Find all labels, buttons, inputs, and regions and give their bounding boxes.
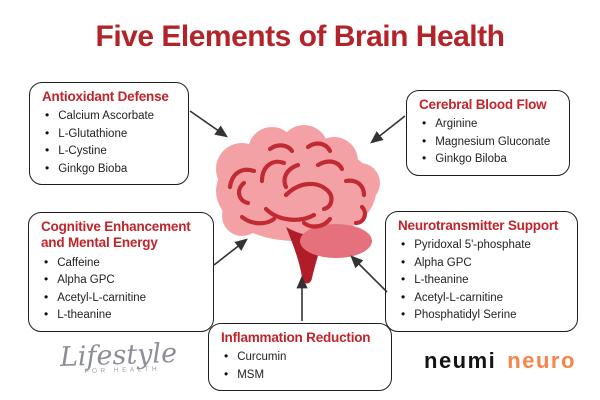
- list-item: • Phosphatidyl Serine: [396, 306, 567, 324]
- bullet-icon: •: [224, 366, 229, 381]
- box-heading: Neurotransmitter Support: [398, 218, 559, 233]
- list-item: • Ginkgo Biloba: [417, 150, 559, 168]
- list-item-label: Ginkgo Biloba: [435, 153, 507, 166]
- supplement-list: • Curcumin • MSM: [219, 348, 381, 383]
- brain-folds: [227, 141, 367, 229]
- list-item: • Calcium Ascorbate: [40, 107, 178, 125]
- box-heading: Antioxidant Defense: [42, 89, 169, 104]
- list-item-label: Alpha GPC: [414, 256, 472, 269]
- list-item-label: L-theanine: [414, 274, 469, 287]
- list-item: • Arginine: [417, 115, 559, 133]
- list-item: • L-Cystine: [40, 142, 178, 160]
- list-item: • Acetyl-L-carnitine: [396, 289, 567, 307]
- neumi-neuro-logo: neumi neuro: [424, 348, 576, 374]
- list-item-label: L-Glutathione: [58, 127, 128, 140]
- list-item: • Alpha GPC: [39, 271, 203, 289]
- list-item-label: L-theanine: [57, 309, 112, 322]
- list-item: • Magnesium Gluconate: [417, 133, 559, 151]
- box-heading: Cognitive Enhancement and Mental Energy: [41, 219, 191, 251]
- box-antioxidant-defense: Antioxidant Defense • Calcium Ascorbate • L…: [29, 82, 189, 186]
- list-item-label: L-Cystine: [58, 145, 107, 158]
- list-item: • Pyridoxal 5'-phosphate: [396, 236, 567, 254]
- list-item-label: Ginkgo Bioba: [58, 162, 128, 175]
- bullet-icon: •: [401, 272, 406, 287]
- list-item-label: Calcium Ascorbate: [58, 110, 155, 123]
- bullet-icon: •: [44, 289, 49, 304]
- supplement-list: • Pyridoxal 5'-phosphate • Alpha GPC • L-thea…: [396, 236, 567, 324]
- bullet-icon: •: [44, 307, 49, 322]
- bullet-icon: •: [224, 349, 229, 364]
- list-item: • Caffeine: [39, 254, 203, 272]
- bullet-icon: •: [45, 125, 50, 140]
- list-item: • Acetyl-L-carnitine: [39, 289, 203, 307]
- list-item-label: Curcumin: [237, 351, 287, 364]
- cerebellum: [300, 224, 372, 258]
- list-item: • Alpha GPC: [396, 254, 567, 272]
- list-item: • L-theanine: [39, 306, 203, 324]
- box-inflammation-reduction: Inflammation Reduction • Curcumin • MSM: [208, 323, 392, 392]
- list-item-label: Caffeine: [57, 256, 100, 269]
- neuro-product-label: neuro: [507, 348, 576, 373]
- list-item: • Ginkgo Bioba: [40, 160, 178, 178]
- list-item-label: Arginine: [435, 118, 478, 131]
- supplement-list: • Calcium Ascorbate • L-Glutathione • L-Cysti…: [40, 107, 178, 177]
- list-item-label: Acetyl-L-carnitine: [57, 291, 147, 304]
- supplement-list: • Caffeine • Alpha GPC • Acetyl-L-carnitine • L…: [39, 254, 203, 324]
- list-item-label: Phosphatidyl Serine: [414, 309, 517, 322]
- list-item-label: Acetyl-L-carnitine: [414, 291, 504, 304]
- list-item: • L-Glutathione: [40, 125, 178, 143]
- bullet-icon: •: [45, 108, 50, 123]
- bullet-icon: •: [422, 151, 427, 166]
- list-item-label: Pyridoxal 5'-phosphate: [414, 239, 531, 252]
- box-cognitive-enhancement: Cognitive Enhancement and Mental Energy …: [28, 212, 214, 332]
- box-neurotransmitter-support: Neurotransmitter Support • Pyridoxal 5'-p…: [385, 211, 578, 332]
- list-item-label: MSM: [237, 368, 265, 381]
- bullet-icon: •: [401, 254, 406, 269]
- box-heading: Inflammation Reduction: [221, 330, 371, 345]
- bullet-icon: •: [422, 133, 427, 148]
- list-item-label: Magnesium Gluconate: [435, 135, 551, 148]
- lifestyle-logo: Lifestyle FOR HEALTH: [59, 338, 177, 376]
- bullet-icon: •: [422, 116, 427, 131]
- neumi-brand-label: neumi: [424, 348, 497, 373]
- list-item: • MSM: [219, 366, 381, 384]
- list-item: • Curcumin: [219, 348, 381, 366]
- brain-illustration: [216, 125, 380, 284]
- bullet-icon: •: [45, 160, 50, 175]
- page-title: Five Elements of Brain Health: [95, 20, 505, 53]
- bullet-icon: •: [44, 272, 49, 287]
- list-item: • L-theanine: [396, 271, 567, 289]
- list-item-label: Alpha GPC: [57, 274, 115, 287]
- bullet-icon: •: [401, 289, 406, 304]
- bullet-icon: •: [45, 143, 50, 158]
- bullet-icon: •: [44, 254, 49, 269]
- supplement-list: • Arginine • Magnesium Gluconate • Ginkgo Bil…: [417, 115, 559, 168]
- bullet-icon: •: [401, 237, 406, 252]
- bullet-icon: •: [401, 307, 406, 322]
- box-heading: Cerebral Blood Flow: [419, 97, 547, 112]
- box-cerebral-blood-flow: Cerebral Blood Flow • Arginine • Magnesium …: [406, 90, 570, 176]
